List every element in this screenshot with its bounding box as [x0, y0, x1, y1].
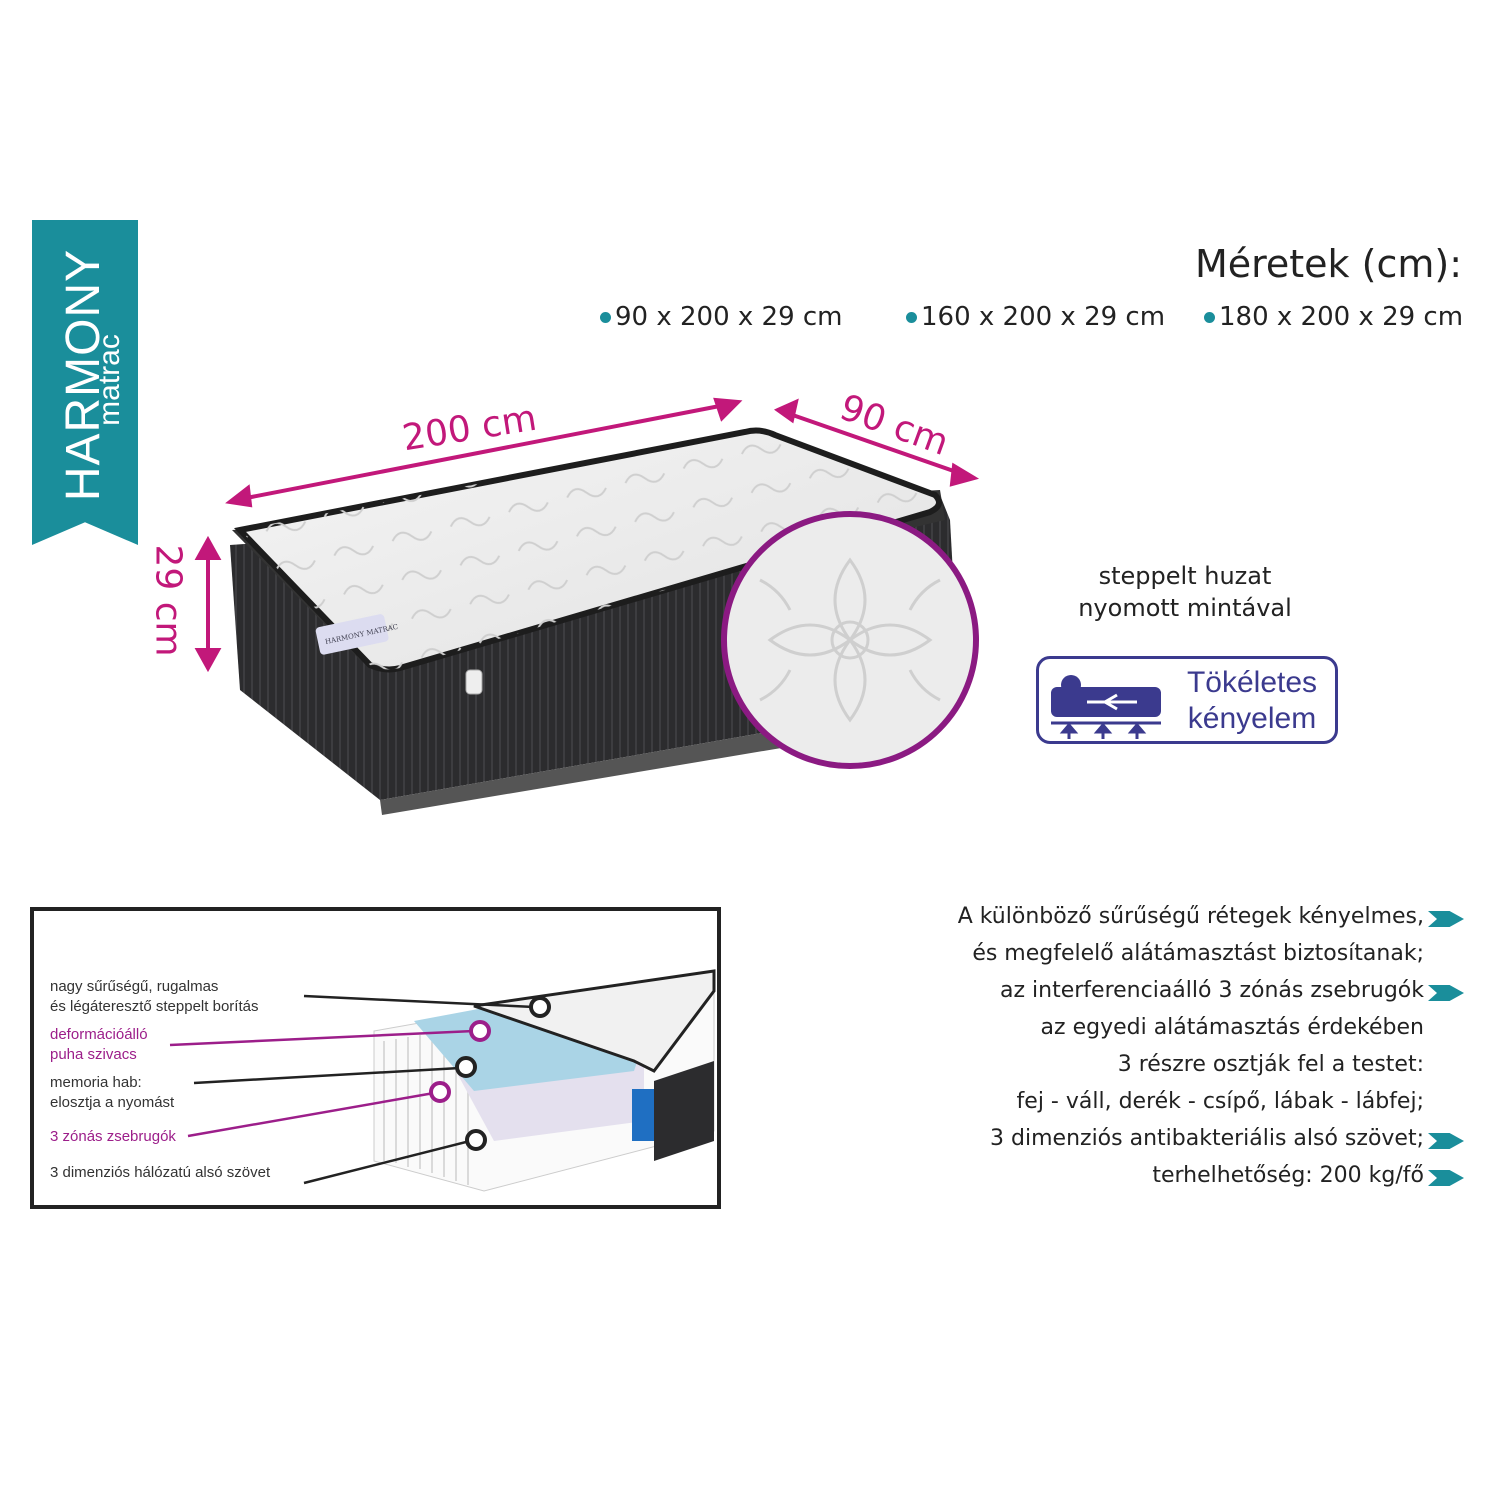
layer-label-memory-foam: memoria hab:elosztja a nyomást	[50, 1074, 175, 1111]
feature-line: és megfelelő alátámasztást biztosítanak;	[972, 941, 1424, 966]
layer-label-bottom-fabric: 3 dimenziós hálózatú alsó szövet	[50, 1164, 271, 1181]
feature-line: A különböző sűrűségű rétegek kényelmes,	[957, 904, 1424, 929]
feature-line: az egyedi alátámasztás érdekében	[1040, 1015, 1424, 1040]
layer-label-springs: 3 zónás zsebrugók	[50, 1128, 176, 1145]
teal-arrow-icon	[1428, 985, 1464, 1001]
sleeping-person-icon	[1051, 675, 1161, 739]
feature-line: terhelhetőség: 200 kg/fő	[1152, 1163, 1424, 1188]
badge-line1: Tökéletes	[1186, 666, 1318, 699]
badge-line2: kényelem	[1187, 702, 1317, 735]
bullet-icon	[1204, 312, 1215, 323]
sizes-title: Méretek (cm):	[1194, 242, 1462, 286]
comfort-badge: Tökéletes kényelem	[1036, 656, 1338, 744]
feature-line: 3 dimenziós antibakteriális alsó szövet;	[990, 1126, 1424, 1151]
feature-line: fej - váll, derék - csípő, lábak - lábfe…	[1016, 1089, 1424, 1114]
layers-illustration	[169, 969, 716, 1192]
teal-arrow-icon	[1428, 911, 1464, 927]
feature-line: 3 részre osztják fel a testet:	[1117, 1052, 1424, 1077]
teal-arrow-icon	[1428, 1133, 1464, 1149]
teal-arrow-icon	[1428, 1170, 1464, 1186]
height-label: 29 cm	[147, 544, 189, 657]
cover-description: steppelt huzat nyomott mintával	[1078, 562, 1292, 622]
bullet-icon	[906, 312, 917, 323]
mattress-illustration: HARMONY MATRAC	[194, 397, 980, 815]
size-item: 160 x 200 x 29 cm	[906, 302, 1165, 332]
feature-line: az interferenciaálló 3 zónás zsebrugók	[1000, 978, 1424, 1003]
bullet-icon	[600, 312, 611, 323]
dimension-arrows	[194, 397, 980, 673]
brand-ribbon: HARMONY matrac	[32, 220, 138, 545]
size-item: 180 x 200 x 29 cm	[1204, 302, 1463, 332]
size-item: 90 x 200 x 29 cm	[600, 302, 843, 332]
